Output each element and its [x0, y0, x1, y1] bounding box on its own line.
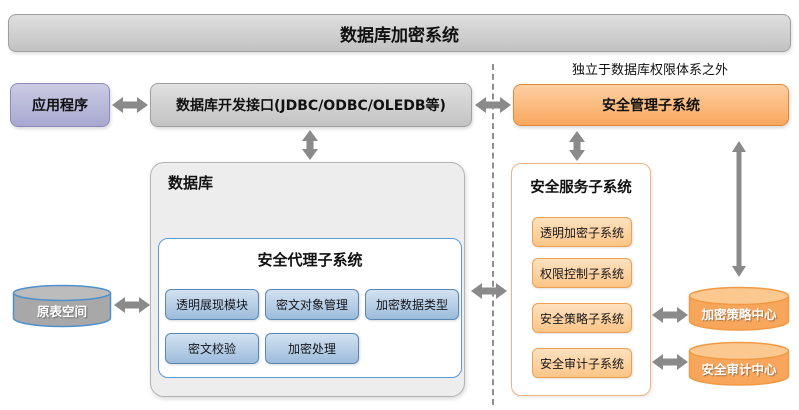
subsystem-security-audit: 安全审计子系统 [532, 348, 632, 378]
subsystem-label: 权限控制子系统 [539, 266, 624, 281]
module-encryption-processing: 加密处理 [265, 333, 359, 364]
module-label: 密文校验 [187, 342, 236, 356]
module-ciphertext-verification: 密文校验 [165, 333, 259, 364]
cylinder-shape-icon [688, 286, 790, 331]
module-label: 透明展现模块 [175, 298, 248, 312]
system-title-banner: 数据库加密系统 [8, 14, 791, 52]
audit-center-label: 安全审计中心 [701, 361, 777, 377]
audit-subsystem-center-bidirectional-arrow-icon [652, 353, 688, 371]
policy-subsystem-center-bidirectional-arrow-icon [652, 306, 688, 324]
module-label: 加密数据类型 [375, 298, 448, 312]
module-transparent-presentation: 透明展现模块 [165, 289, 259, 320]
mgmt-service-bidirectional-arrow-icon [568, 131, 586, 161]
subsystem-label: 透明加密子系统 [539, 225, 624, 240]
database-service-bidirectional-arrow-icon [471, 282, 507, 300]
subsystem-security-policy: 安全策略子系统 [532, 303, 632, 333]
app-api-bidirectional-arrow-icon [112, 96, 148, 114]
application-label: 应用程序 [32, 98, 88, 114]
cylinder-shape-icon [688, 341, 790, 386]
permission-boundary-dashed-divider [492, 64, 494, 405]
api-database-bidirectional-arrow-icon [301, 130, 319, 160]
security-service-title: 安全服务子系统 [530, 180, 632, 196]
module-label: 加密处理 [287, 342, 336, 356]
subsystem-transparent-encryption: 透明加密子系统 [532, 217, 632, 247]
database-api-label: 数据库开发接口(JDBC/ODBC/OLEDB等) [176, 98, 446, 114]
system-title: 数据库加密系统 [340, 25, 459, 46]
policy-center-label: 加密策略中心 [701, 306, 777, 322]
tablespace-database-bidirectional-arrow-icon [114, 296, 150, 314]
mgmt-policy-center-bidirectional-arrow-icon [731, 141, 747, 277]
mgmt-independence-note: 独立于数据库权限体系之外 [571, 63, 728, 78]
application-box: 应用程序 [10, 83, 110, 127]
security-management-box: 安全管理子系统 [513, 84, 789, 126]
table-space-cylinder: 原表空间 [12, 284, 112, 328]
database-api-box: 数据库开发接口(JDBC/ODBC/OLEDB等) [150, 83, 472, 127]
security-management-label: 安全管理子系统 [602, 98, 700, 114]
cylinder-shape-icon [12, 284, 112, 328]
module-label: 密文对象管理 [275, 298, 348, 312]
security-proxy-title: 安全代理子系统 [257, 251, 363, 269]
policy-center-cylinder: 加密策略中心 [688, 286, 790, 332]
subsystem-label: 安全策略子系统 [539, 311, 624, 326]
module-encrypted-data-types: 加密数据类型 [365, 289, 459, 320]
database-label: 数据库 [168, 174, 214, 192]
module-ciphertext-object-management: 密文对象管理 [265, 289, 359, 320]
subsystem-permission-control: 权限控制子系统 [532, 258, 632, 288]
subsystem-label: 安全审计子系统 [539, 356, 624, 371]
table-space-label: 原表空间 [36, 303, 87, 319]
audit-center-cylinder: 安全审计中心 [688, 341, 790, 387]
